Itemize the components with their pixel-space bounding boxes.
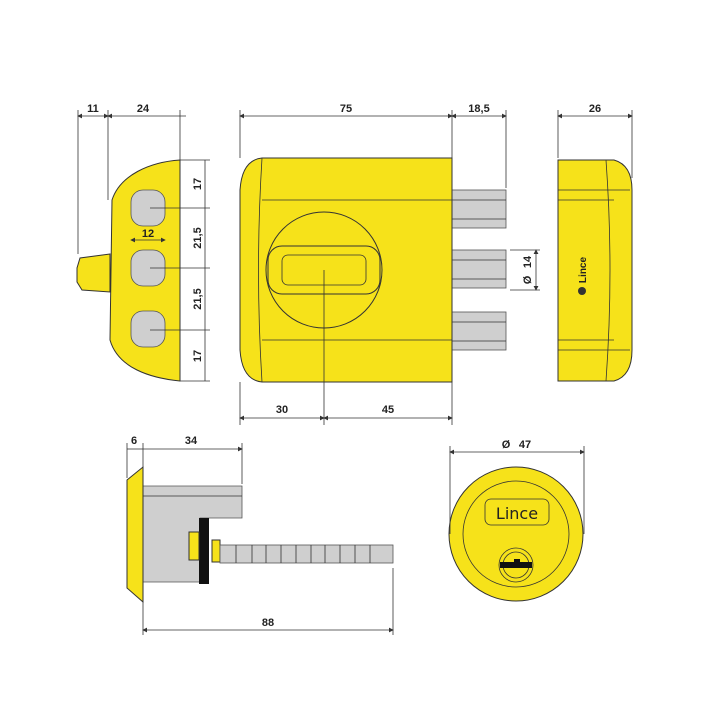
cylinder-stem [219,544,394,564]
dim-bolt-throw: 18,5 [468,103,489,115]
dim-spacing1: 21,5 [192,227,204,248]
dim-spacing2: 21,5 [192,288,204,309]
bolts [451,189,507,351]
bolt-bottom [451,311,507,351]
side-view: Lince 26 [557,103,633,382]
hole-bottom [130,310,166,348]
dim-top: 17 [192,178,204,190]
cylinder-flange [126,465,144,604]
dim-width: 75 [340,103,352,115]
side-body [557,159,633,382]
left-view-knob [76,253,111,293]
cylinder-face [448,466,584,602]
cylinder-face-view: Lince Ø 47 [448,439,585,602]
dim-side-depth: 26 [589,103,601,115]
dim-bottom: 17 [192,350,204,362]
bolt-middle [451,249,507,289]
cylinder-side-view: 6 34 88 [126,435,394,635]
side-logo: Lince [578,257,589,284]
cylinder-washer [199,518,209,584]
dim-flange: 6 [131,435,137,447]
keyway-ring [498,547,534,583]
dim-axis-to-right: 45 [382,404,394,416]
left-view: 11 24 12 17 21,5 21,5 17 [76,103,210,382]
dim-face-diameter-symbol: Ø [502,439,511,451]
front-view: 75 18,5 Ø 14 30 45 [239,103,540,425]
left-view-holes [130,189,166,348]
dim-hole-width: 12 [142,228,154,240]
dim-bolt-diameter: 14 [522,255,534,268]
lion-logo-icon [578,287,586,295]
dim-left-to-axis: 30 [276,404,288,416]
keyhole-icon [500,559,532,568]
logo-frame [484,498,550,526]
bolt-top [451,189,507,229]
dim-protrusion: 11 [87,103,99,115]
face-logo: Lince [496,504,538,523]
dim-bolt-diameter-symbol: Ø [522,275,534,284]
dim-depth: 24 [137,103,150,115]
dim-total-length: 88 [262,617,274,629]
dim-face-diameter: 47 [519,439,531,451]
dim-cylinder-body: 34 [185,435,198,447]
